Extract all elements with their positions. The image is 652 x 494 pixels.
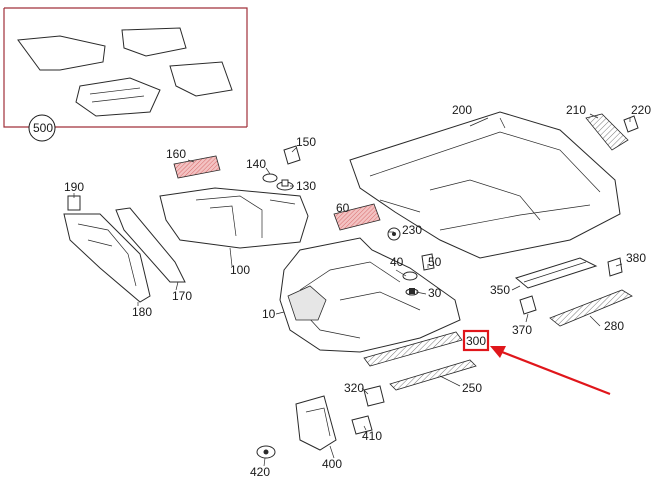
callout-320: 320 <box>344 381 364 395</box>
callout-170: 170 <box>172 289 192 303</box>
sill-panel-350-part <box>514 257 623 315</box>
leader-lines <box>73 113 631 467</box>
callout-190: 190 <box>64 180 84 194</box>
sill-250-part <box>389 359 477 391</box>
callout-380: 380 <box>626 251 646 265</box>
callout-60: 60 <box>336 201 350 215</box>
callout-140: 140 <box>246 157 266 171</box>
clip-220-part <box>623 115 639 133</box>
callout-150: 150 <box>296 135 316 149</box>
callout-180: 180 <box>132 305 152 319</box>
callout-370: 370 <box>512 323 532 337</box>
small-fasteners <box>262 145 301 191</box>
wheel-trim-parts <box>63 195 186 303</box>
callout-100: 100 <box>230 263 250 277</box>
sill-280-part <box>549 289 633 327</box>
callout-160: 160 <box>166 147 186 161</box>
pad-60-part <box>333 203 381 231</box>
trunk-net-part <box>585 113 629 151</box>
callout-10: 10 <box>262 307 276 321</box>
clips-320-410 <box>351 385 385 435</box>
sill-300-part <box>363 331 463 367</box>
callout-50: 50 <box>428 255 442 269</box>
floor-clips <box>402 253 435 296</box>
highlight-arrow <box>490 346 611 396</box>
floor-mat-set-frame <box>3 7 248 142</box>
callout-250: 250 <box>462 381 482 395</box>
panel-400-part <box>295 395 337 451</box>
highlight-box <box>462 329 490 352</box>
callout-220: 220 <box>631 103 651 117</box>
callout-300: 300 <box>466 334 486 348</box>
callout-280: 280 <box>604 319 624 333</box>
callout-500: 500 <box>33 121 53 135</box>
callout-420: 420 <box>250 465 270 479</box>
callout-210: 210 <box>566 103 586 117</box>
pad-160-part <box>173 155 221 179</box>
callout-40: 40 <box>390 255 404 269</box>
callout-350: 350 <box>490 283 510 297</box>
floor-lining-10-part <box>279 237 461 353</box>
side-trim-100-part <box>159 187 309 249</box>
callout-230: 230 <box>402 223 422 237</box>
callout-200: 200 <box>452 103 472 117</box>
callout-30: 30 <box>428 286 442 300</box>
fastener-420-part <box>256 445 276 459</box>
fastener-230-part <box>387 227 401 241</box>
callout-400: 400 <box>322 457 342 471</box>
callout-410: 410 <box>362 429 382 443</box>
callout-130: 130 <box>296 179 316 193</box>
trunk-lining-part <box>349 111 621 259</box>
